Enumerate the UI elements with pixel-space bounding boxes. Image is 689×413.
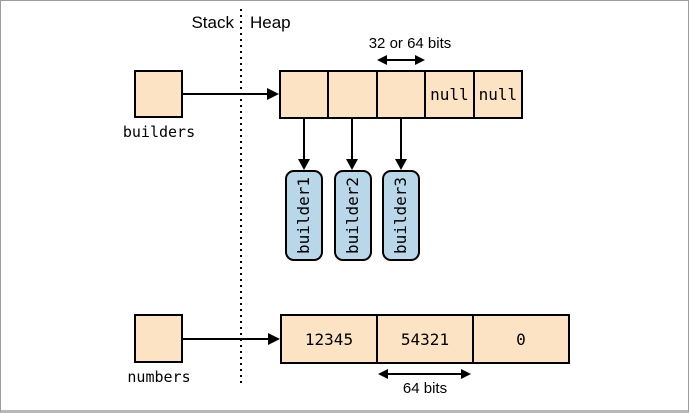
builders-array-cell-4: null [478,85,518,104]
element-size-arrowhead-left [378,369,388,379]
builder3-object-label: builder3 [391,176,411,255]
numbers-array: 12345 54321 0 [280,314,570,364]
element-size-arrow-line [386,373,463,375]
numbers-pointer-arrowhead [268,333,280,345]
builders-var-label: builders [122,123,196,141]
heap-label: Heap [250,13,291,32]
builders-pointer-arrow-line [183,93,267,95]
numbers-array-cell-0: 12345 [282,316,378,362]
word-size-arrow-line [385,59,417,61]
builder2-pointer-arrowhead [346,159,358,170]
stack-label: Stack [191,13,234,32]
builder3-pointer-arrowhead [395,159,407,170]
builder3-pointer-arrow-line [400,119,402,159]
builder3-object-box: builder3 [382,170,420,261]
builders-array-cell-3: null [426,72,475,117]
stack-heap-divider [240,9,242,387]
builders-array-cell-0 [281,72,330,117]
builder2-object-label: builder2 [343,176,363,255]
word-size-annotation: 32 or 64 bits [368,35,452,52]
word-size-arrowhead-left [377,55,387,65]
builder2-pointer-arrow-line [351,119,353,159]
builders-array: null null [279,70,523,119]
builder2-object-box: builder2 [334,170,372,261]
element-size-arrowhead-right [461,369,471,379]
builder1-pointer-arrowhead [298,159,310,170]
numbers-array-cell-2: 0 [516,329,526,349]
element-size-annotation: 64 bits [402,380,448,397]
builders-array-cell-1 [329,72,378,117]
numbers-pointer-arrow-line [183,338,268,340]
builders-pointer-arrowhead [267,88,279,100]
numbers-array-cell-1: 54321 [378,316,474,362]
builder1-object-box: builder1 [285,170,323,261]
builders-var-box [134,70,183,118]
word-size-arrowhead-right [415,55,425,65]
numbers-var-box [134,314,183,363]
builder1-object-label: builder1 [294,176,314,255]
numbers-var-label: numbers [127,368,191,386]
builders-array-cell-2 [378,72,427,117]
builder1-pointer-arrow-line [303,119,305,159]
